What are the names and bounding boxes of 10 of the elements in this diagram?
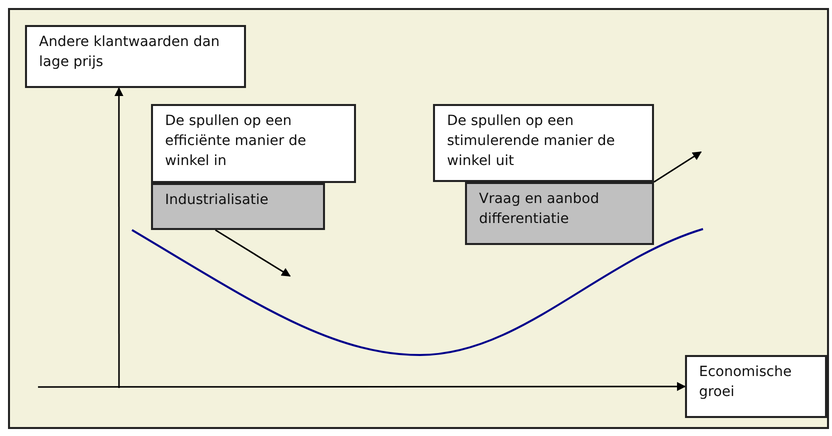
text-box: Andere klantwaarden dan lage prijs <box>25 25 246 88</box>
arrow <box>214 229 291 277</box>
label-box: Industrialisatie <box>151 183 325 230</box>
arrow <box>38 382 686 391</box>
arrow <box>114 87 124 388</box>
text-box: De spullen op een efficiënte manier de winkel in <box>151 104 356 183</box>
label-box: Vraag en aanbod differentiatie <box>465 182 654 245</box>
arrow <box>654 151 702 183</box>
text-box: De spullen op een stimulerende manier de winkel uit <box>433 104 654 182</box>
text-box: Economische groei <box>685 355 827 418</box>
